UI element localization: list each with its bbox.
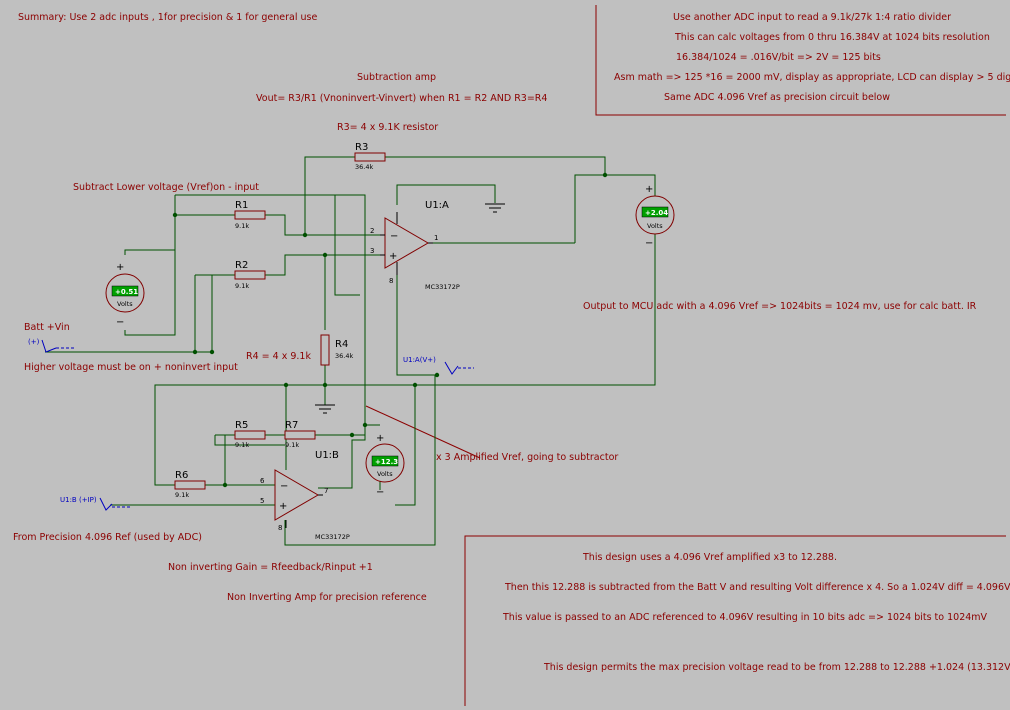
- u1b-name: U1:B: [315, 450, 339, 461]
- resistor-r3[interactable]: R3 36.4k: [354, 142, 386, 171]
- output-mcu-note: Output to MCU adc with a 4.096 Vref => 1…: [583, 301, 977, 312]
- opamp-u1b[interactable]: − + U1:B MC33172P 6 5 7 8: [260, 450, 350, 541]
- u1b-pin-6: 6: [260, 477, 265, 485]
- subtract-lower-note: Subtract Lower voltage (Vref)on - input: [73, 182, 259, 193]
- u1b-pin-5: 5: [260, 497, 264, 505]
- voltmeter-ref: +12.3 Volts + −: [365, 433, 405, 498]
- opamp-u1a[interactable]: − + U1:A MC33172P 2 3 1 8: [370, 200, 460, 291]
- top-right-box-frame: [595, 5, 1006, 116]
- vm-ref-plus: +: [376, 433, 384, 444]
- higher-voltage-note: Higher voltage must be on + noninvert in…: [24, 362, 238, 373]
- u1a-part: MC33172P: [425, 283, 460, 291]
- x3-amplified-note: x 3 Amplified Vref, going to subtractor: [436, 452, 618, 463]
- r6-name: R6: [175, 470, 188, 481]
- u1a-pin-3: 3: [370, 247, 374, 255]
- from-precision-note: From Precision 4.096 Ref (used by ADC): [13, 532, 202, 543]
- summary-note: Summary: Use 2 adc inputs , 1for precisi…: [18, 12, 317, 23]
- voltmeter-output: +2.04 Volts + −: [635, 184, 675, 249]
- bottom-box-line-3: This value is passed to an ADC reference…: [502, 612, 988, 623]
- resistor-r5[interactable]: R5 9.1k: [234, 420, 266, 449]
- bottom-right-box-frame: [464, 535, 1006, 706]
- resistor-r1[interactable]: R1 9.1k: [234, 200, 266, 230]
- r7-name: R7: [285, 420, 298, 431]
- top-box-line-2: This can calc voltages from 0 thru 16.38…: [674, 32, 990, 43]
- r5-value: 9.1k: [235, 441, 249, 449]
- top-box-line-3: 16.384/1024 = .016V/bit => 2V = 125 bits: [676, 52, 881, 63]
- batt-terminal-label: (+): [28, 338, 40, 346]
- r5-name: R5: [235, 420, 248, 431]
- u1a-vplus-terminal-icon[interactable]: U1:A(V+): [403, 356, 474, 375]
- vm-output-unit: Volts: [647, 222, 663, 230]
- vm-input-unit: Volts: [117, 300, 133, 308]
- subtraction-title: Subtraction amp: [357, 72, 436, 83]
- ground-icon: [315, 400, 335, 414]
- svg-text:+: +: [389, 251, 397, 262]
- u1a-pin-1: 1: [434, 234, 438, 242]
- u1b-pin-8: 8: [278, 524, 282, 532]
- u1b-ip-label: U1:B (+IP): [60, 496, 97, 504]
- svg-text:−: −: [280, 481, 288, 492]
- u1b-ip-terminal-icon[interactable]: U1:B (+IP): [60, 496, 130, 511]
- resistor-r7[interactable]: R7 9.1k: [284, 420, 316, 449]
- vm-ref-reading: +12.3: [375, 458, 398, 466]
- u1a-name: U1:A: [425, 200, 449, 211]
- vout-formula: Vout= R3/R1 (Vnoninvert-Vinvert) when R1…: [256, 93, 547, 104]
- vm-input-reading: +0.51: [115, 288, 138, 296]
- x3-annotation-line: [365, 405, 481, 459]
- resistor-r4[interactable]: R4 36.4k: [320, 334, 353, 366]
- bottom-box-line-1: This design uses a 4.096 Vref amplified …: [582, 552, 837, 563]
- batt-vin-label: Batt +Vin: [24, 322, 70, 333]
- u1b-pin-7: 7: [324, 487, 328, 495]
- vm-ref-unit: Volts: [377, 470, 393, 478]
- u1a-pin-2: 2: [370, 227, 374, 235]
- batt-terminal-icon[interactable]: (+): [28, 338, 74, 353]
- resistor-r6[interactable]: R6 9.1k: [174, 470, 206, 499]
- r4-value: 36.4k: [335, 352, 353, 360]
- u1b-part: MC33172P: [315, 533, 350, 541]
- u1a-vplus-label: U1:A(V+): [403, 356, 436, 364]
- junctions: [172, 172, 608, 488]
- r3-name: R3: [355, 142, 368, 153]
- r1-name: R1: [235, 200, 248, 211]
- top-box-line-4: Asm math => 125 *16 = 2000 mV, display a…: [614, 72, 1010, 83]
- vm-ref-minus: −: [376, 487, 384, 498]
- r3-value: 36.4k: [355, 163, 373, 171]
- u1a-pin-8: 8: [389, 277, 393, 285]
- voltmeter-input: +0.51 Volts + −: [105, 262, 145, 328]
- r4-name: R4: [335, 339, 348, 350]
- svg-text:+: +: [279, 501, 287, 512]
- vm-input-minus: −: [116, 317, 124, 328]
- ground-icon: [485, 203, 505, 213]
- top-box-line-1: Use another ADC input to read a 9.1k/27k…: [673, 12, 951, 23]
- r2-name: R2: [235, 260, 248, 271]
- vm-input-plus: +: [116, 262, 124, 273]
- r2-value: 9.1k: [235, 282, 249, 290]
- svg-text:−: −: [390, 231, 398, 242]
- vm-output-plus: +: [645, 184, 653, 195]
- noninv-gain-note: Non inverting Gain = Rfeedback/Rinput +1: [168, 562, 373, 573]
- r4-note: R4 = 4 x 9.1k: [246, 351, 311, 362]
- resistor-r2[interactable]: R2 9.1k: [234, 260, 266, 290]
- r3-note: R3= 4 x 9.1K resistor: [337, 122, 438, 133]
- top-box-line-5: Same ADC 4.096 Vref as precision circuit…: [664, 92, 890, 103]
- bottom-box-line-2: Then this 12.288 is subtracted from the …: [504, 582, 1010, 593]
- vm-output-minus: −: [645, 238, 653, 249]
- r1-value: 9.1k: [235, 222, 249, 230]
- noninv-amp-note: Non Inverting Amp for precision referenc…: [227, 592, 427, 603]
- vm-output-reading: +2.04: [645, 209, 668, 217]
- bottom-box-line-4: This design permits the max precision vo…: [543, 662, 1010, 673]
- wires: [45, 156, 656, 546]
- r7-value: 9.1k: [285, 441, 299, 449]
- r6-value: 9.1k: [175, 491, 189, 499]
